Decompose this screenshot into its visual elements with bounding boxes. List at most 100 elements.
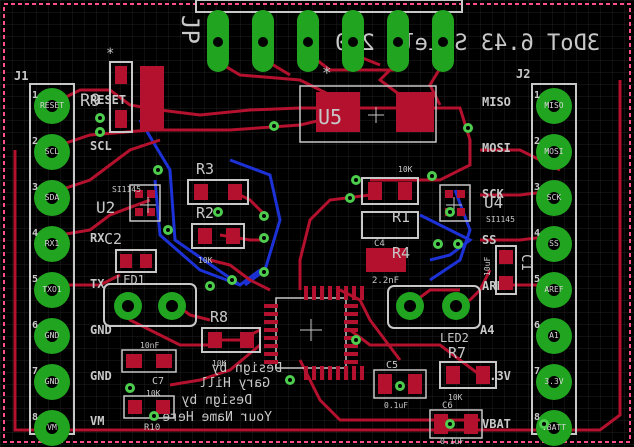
header-pin-number: 1	[32, 90, 38, 101]
component-label: LED2	[440, 331, 469, 345]
component-label: LED1	[116, 273, 145, 287]
mcu-pad	[264, 360, 278, 364]
via-hole	[288, 378, 292, 382]
mcu-pad	[344, 352, 358, 356]
component-r1: 10K R1	[361, 165, 419, 239]
header-pin-number: 8	[32, 412, 38, 423]
component-value: 2.2nF	[372, 276, 399, 286]
mcu-pad	[344, 344, 358, 348]
header-pin-name: MISO	[544, 101, 563, 110]
board-title: 3DoT 6.43 Shield 2.0	[335, 31, 600, 56]
via-hole	[166, 228, 170, 232]
component-label: R4	[392, 244, 410, 262]
mcu-pad	[336, 286, 340, 300]
component-value: 10uF	[483, 257, 492, 276]
header-pin-number: 1	[534, 90, 540, 101]
via-hole	[262, 214, 266, 218]
via-hole	[466, 126, 470, 130]
header-pin: 8VM	[32, 410, 70, 446]
component-value: 10K	[448, 393, 463, 402]
via-hole	[262, 270, 266, 274]
silk-label: GND	[90, 323, 112, 337]
via-hole	[156, 168, 160, 172]
silk-label: A4	[480, 323, 494, 337]
header-pin: 7 3.3V	[534, 364, 572, 400]
header-pin: 4SS	[534, 226, 572, 262]
mcu-pad	[344, 336, 358, 340]
header-pin-name: RX1	[45, 239, 60, 248]
via-hole	[272, 124, 276, 128]
header-pin-name: SDA	[45, 193, 60, 202]
component-c6: C6 0.1uF	[429, 401, 483, 446]
header-pin-name: TXO1	[42, 285, 61, 294]
jp-pad-hole	[213, 37, 223, 47]
jp-label: JP	[176, 15, 204, 44]
component-r4: C4 R4 2.2nF	[366, 239, 410, 286]
header-pin-name: AREF	[544, 285, 563, 294]
header-pin-name: GND	[45, 331, 60, 340]
vias	[95, 113, 549, 429]
mcu-pad	[328, 366, 332, 380]
mcu-pad	[344, 366, 348, 380]
jp-pad-hole	[258, 37, 268, 47]
component-u4: U4 SI1145	[439, 184, 515, 224]
header-pin-number: 2	[32, 136, 38, 147]
component-led2: LED2	[387, 285, 481, 345]
via-hole	[348, 196, 352, 200]
mcu-pad	[344, 328, 358, 332]
component-value: 0.1uF	[384, 401, 408, 410]
header-pin-number: 6	[32, 320, 38, 331]
component-label: C2	[104, 230, 122, 248]
mcu-pad	[328, 286, 332, 300]
credit-line: Your Name Here	[162, 410, 272, 425]
header-pin-name: MOSI	[544, 147, 563, 156]
via-hole	[98, 130, 102, 134]
component-r8: R8 10K	[201, 308, 261, 368]
mcu-footprint	[264, 286, 364, 380]
via-hole	[436, 242, 440, 246]
mcu-pad	[344, 286, 348, 300]
credit-line: Design by	[181, 393, 252, 408]
mcu-pad	[344, 360, 358, 364]
via-hole	[542, 422, 546, 426]
header-pin-name: 3.3V	[544, 377, 563, 386]
mcu-pad	[264, 328, 278, 332]
component-label: R8	[210, 308, 228, 326]
component-label: *	[106, 46, 114, 62]
silk-label: TX	[90, 277, 105, 291]
header-pin-number: 5	[32, 274, 38, 285]
component-value: 0.1uF	[440, 437, 464, 446]
via-hole	[354, 338, 358, 342]
jp-pad-hole	[303, 37, 313, 47]
component-r2: R2 10K	[191, 204, 245, 265]
component-value: 10K	[398, 165, 413, 174]
component-c7: 10nF C7	[121, 341, 177, 387]
header-pin-name: VBATT	[542, 423, 566, 432]
mcu-pad	[320, 366, 324, 380]
header-pin-number: 5	[534, 274, 540, 285]
via-hole	[448, 210, 452, 214]
component-r3: R3	[187, 160, 249, 205]
credit-line: Gary Hill	[200, 376, 270, 391]
mcu-pad	[304, 366, 308, 380]
component-label: R2	[196, 204, 214, 222]
component-label: R3	[196, 160, 214, 178]
via-hole	[430, 174, 434, 178]
component-label: R10	[144, 423, 160, 433]
component-c1: C1 10uF	[483, 245, 534, 295]
header-pin-number: 7	[534, 366, 540, 377]
header-pin-number: 7	[32, 366, 38, 377]
jp-pad-hole	[438, 37, 448, 47]
component-value: 10nF	[140, 341, 159, 350]
mcu-pad	[264, 336, 278, 340]
component-r9: * R9	[80, 46, 164, 133]
component-label: R9	[80, 91, 100, 111]
